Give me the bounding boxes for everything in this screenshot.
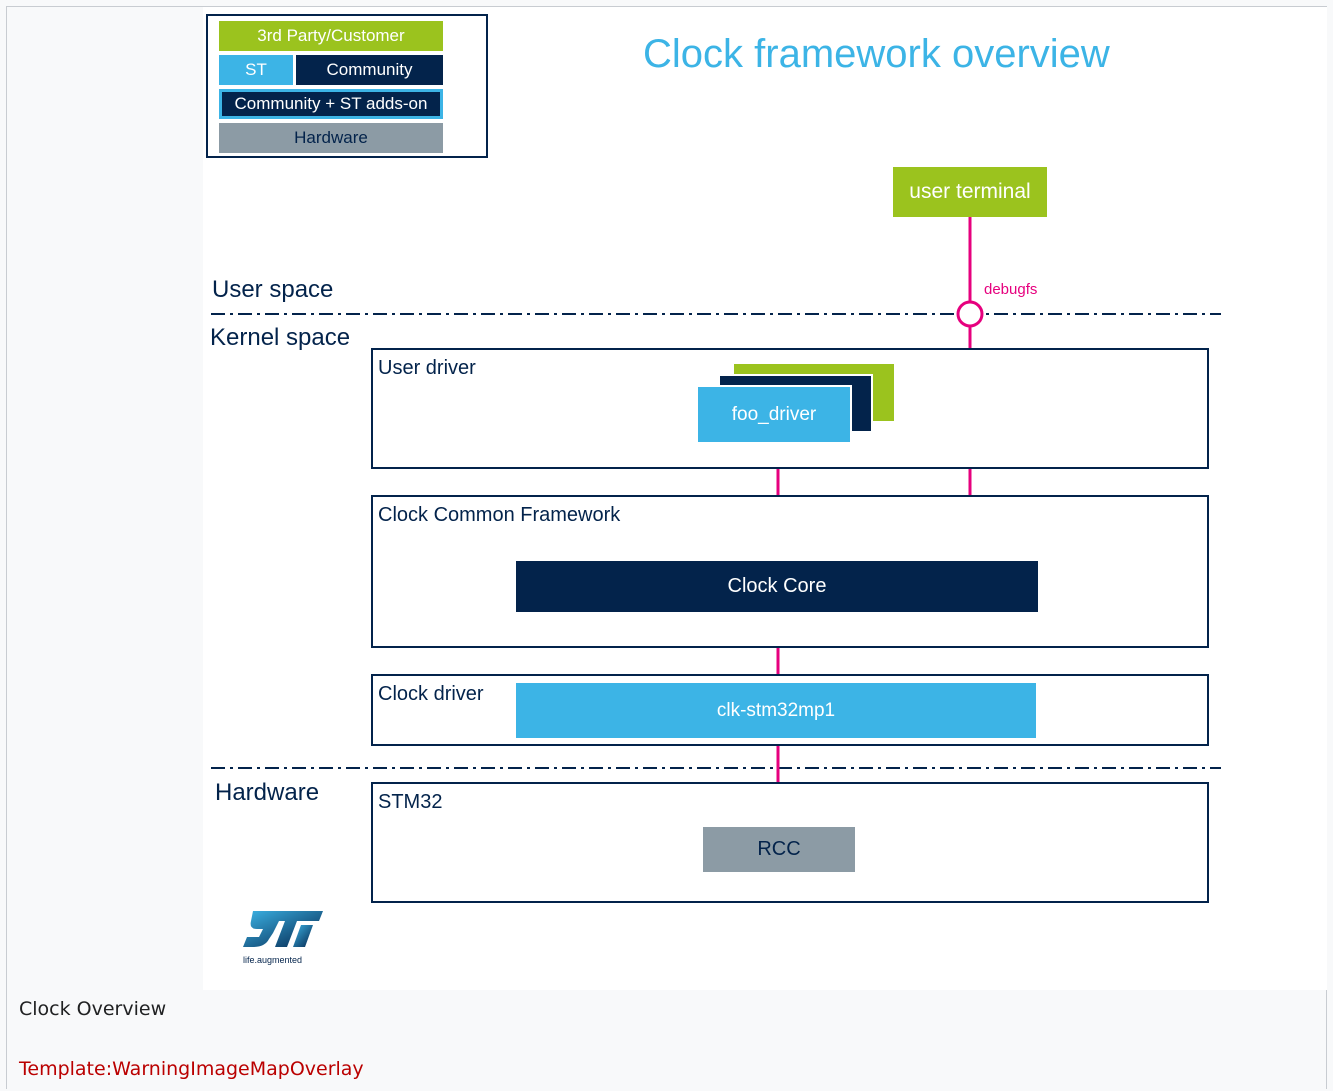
clock-common-framework-title: Clock Common Framework xyxy=(378,504,621,526)
diagram-title: Clock framework overview xyxy=(643,32,1110,76)
legend-third-party: 3rd Party/Customer xyxy=(219,21,443,51)
foo-driver-block[interactable]: foo_driver xyxy=(696,385,852,444)
figure-caption: Clock Overview xyxy=(19,998,167,1020)
user-terminal-block[interactable]: user terminal xyxy=(893,167,1047,217)
legend-hardware: Hardware xyxy=(219,123,443,153)
clock-core-block[interactable]: Clock Core xyxy=(516,561,1038,612)
debugfs-label: debugfs xyxy=(984,281,1038,298)
user-space-label: User space xyxy=(212,276,334,303)
clock-driver-title: Clock driver xyxy=(378,683,484,705)
st-logo: life.augmented xyxy=(239,907,339,971)
template-link[interactable]: Template:WarningImageMapOverlay xyxy=(19,1058,364,1080)
legend-community-st: Community + ST adds-on xyxy=(219,89,443,119)
debugfs-interface-circle xyxy=(956,300,984,328)
legend-st: ST xyxy=(219,55,293,85)
rcc-block[interactable]: RCC xyxy=(703,827,855,872)
clock-framework-diagram[interactable]: 3rd Party/Customer ST Community Communit… xyxy=(203,7,1327,990)
legend: 3rd Party/Customer ST Community Communit… xyxy=(206,14,488,158)
stm32-title: STM32 xyxy=(378,791,443,813)
kernel-space-label: Kernel space xyxy=(210,324,351,351)
st-logo-mark xyxy=(243,911,323,947)
hardware-label: Hardware xyxy=(215,779,320,806)
legend-community: Community xyxy=(296,55,443,85)
st-logo-tagline: life.augmented xyxy=(243,955,303,965)
user-driver-title: User driver xyxy=(378,357,476,379)
clk-stm32mp1-block[interactable]: clk-stm32mp1 xyxy=(516,683,1036,738)
